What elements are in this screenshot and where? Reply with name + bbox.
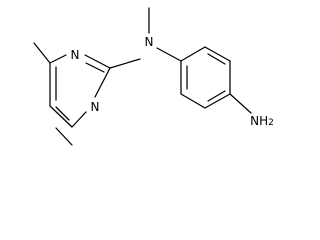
bond-c2-namine <box>109 58 141 69</box>
structure-canvas: N N N NH2 <box>33 7 274 146</box>
molecule-structure: N N N NH2 <box>33 7 274 146</box>
bond-ph-1 <box>180 46 206 62</box>
bond-ph-5 <box>180 93 206 109</box>
bond-double-n1-c2 <box>85 62 105 73</box>
bond-ph-2 <box>204 46 231 62</box>
bond-c4-c5 <box>49 105 73 128</box>
bond-c2-n3 <box>94 67 111 98</box>
atom-n-ring-bottom: N <box>91 100 100 114</box>
bond-ph-double-1 <box>207 53 226 65</box>
bond-phenyl-nh2 <box>229 93 252 114</box>
atom-nh2-main: NH <box>250 114 268 128</box>
atom-nh2-sub: 2 <box>268 118 274 128</box>
bond-n3-c4 <box>71 111 87 128</box>
bond-ph-double-2 <box>207 90 226 102</box>
bond-ph-4 <box>204 93 231 109</box>
bond-methyl-bottom <box>55 127 73 146</box>
atom-nh2-label: NH2 <box>250 114 274 128</box>
bond-double-c4-c5 <box>55 106 70 121</box>
bond-methyl-top <box>33 42 51 64</box>
bond-c6-n1 <box>49 54 67 64</box>
bond-n1-c2 <box>84 54 111 69</box>
atom-n-ring-top: N <box>71 48 80 62</box>
atom-n-amine: N <box>145 35 154 49</box>
bond-namine-phenyl <box>156 47 182 62</box>
